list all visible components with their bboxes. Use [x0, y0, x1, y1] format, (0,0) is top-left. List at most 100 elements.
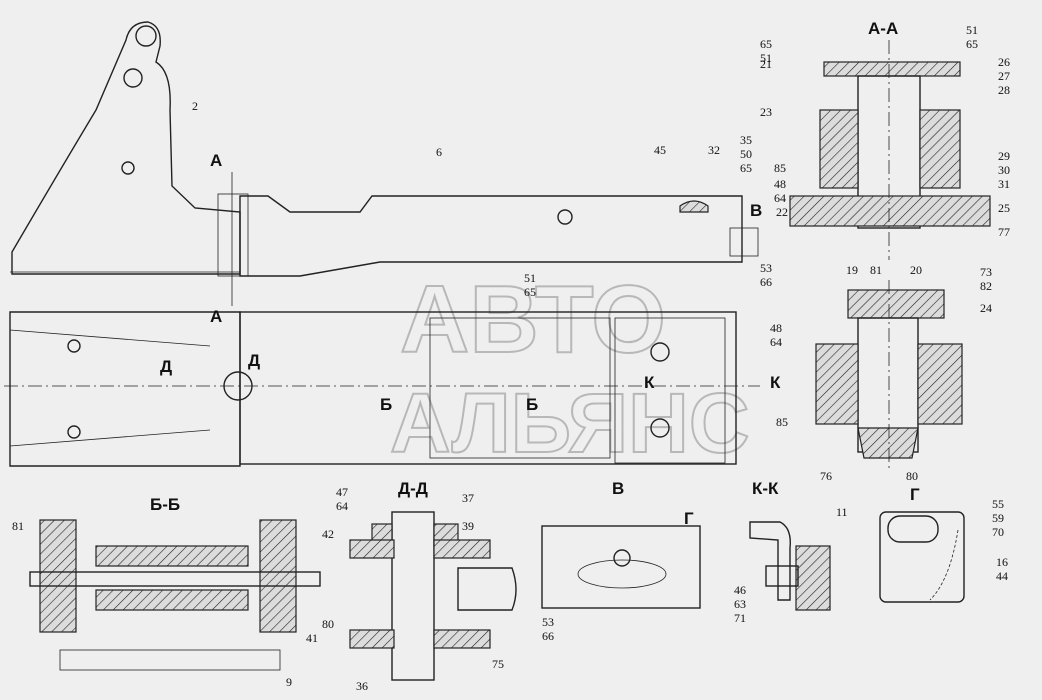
callout-g-44: 44	[996, 569, 1008, 583]
mark-k-left: К	[644, 373, 655, 392]
section-dd	[349, 511, 517, 681]
dd-lever	[457, 567, 517, 611]
callout-aa-64: 64	[774, 191, 786, 205]
frame-plan	[239, 311, 737, 465]
bracket-mid-hole	[123, 68, 143, 88]
v-housing	[541, 525, 701, 609]
callout-65b: 65	[524, 285, 536, 299]
callout-32: 32	[708, 143, 720, 157]
dd-lower-plate-left	[349, 629, 395, 649]
title-section-kk: К-К	[752, 479, 779, 498]
aa-top-plate	[823, 61, 961, 77]
callout-66a: 66	[760, 275, 772, 289]
callout-kk-63: 63	[734, 597, 746, 611]
watermark: АВТО АЛЬЯНС	[389, 265, 751, 471]
callout-aa-21: 21	[760, 57, 772, 71]
frame-hole	[557, 209, 573, 225]
bb-right-wall	[259, 519, 297, 633]
aa-right-bushing	[919, 109, 961, 189]
callout-v-66: 66	[542, 629, 554, 643]
title-section-bb: Б-Б	[150, 495, 180, 514]
watermark-line2: АЛЬЯНС	[390, 376, 750, 470]
title-view-v: В	[612, 479, 624, 498]
section-titles: А-А Б-Б Д-Д В К-К Г	[150, 19, 920, 514]
callout-lo-64: 64	[770, 335, 782, 349]
pivot-hitch	[223, 371, 253, 401]
callout-aa-25: 25	[998, 201, 1010, 215]
pin-k2	[650, 418, 670, 438]
callout-g-55: 55	[992, 497, 1004, 511]
title-section-aa: А-А	[868, 19, 898, 38]
callout-aa-85: 85	[774, 161, 786, 175]
title-section-dd: Д-Д	[398, 479, 428, 498]
callout-kk-46: 46	[734, 583, 746, 597]
dd-upper-plate-left	[349, 539, 395, 559]
callout-bb-81: 81	[12, 519, 24, 533]
watermark-line1: АВТО	[400, 266, 666, 373]
kk-bracket	[749, 521, 791, 601]
section-bb	[29, 519, 321, 671]
callout-bb-41: 41	[306, 631, 318, 645]
callout-2: 2	[192, 99, 198, 113]
kk-wall	[795, 545, 831, 611]
callout-lo-24: 24	[980, 301, 992, 315]
dd-pin-36	[391, 511, 435, 681]
frame-rear-box	[614, 317, 726, 464]
callout-aa-20: 20	[910, 263, 922, 277]
drawbar-arms	[9, 329, 211, 447]
callout-aa-19: 19	[846, 263, 858, 277]
callout-dd-47: 47	[336, 485, 348, 499]
callout-aa-48: 48	[774, 177, 786, 191]
callout-6: 6	[436, 145, 442, 159]
side-view	[10, 21, 759, 306]
v-lock-plate	[577, 559, 667, 589]
callout-kk-71: 71	[734, 611, 746, 625]
callout-g-11: 11	[836, 505, 848, 519]
g-body	[879, 511, 965, 603]
lower-right-assembly	[815, 280, 963, 470]
callouts: 2 6 45 32 35 50 65 53 66 51 65 51 65 51 …	[12, 23, 1010, 693]
bb-bolt	[29, 571, 321, 587]
callout-50: 50	[740, 147, 752, 161]
mark-a-top: А	[210, 151, 222, 170]
callout-bb-9: 9	[286, 675, 292, 689]
title-view-g: Г	[910, 485, 920, 504]
callout-lo-48: 48	[770, 321, 782, 335]
callout-aa-77: 77	[998, 225, 1010, 239]
mark-a-bottom: А	[210, 307, 222, 326]
callout-aa-31: 31	[998, 177, 1010, 191]
kk-bolt	[765, 565, 799, 587]
callout-aa-27: 27	[998, 69, 1010, 83]
drawbar-hole-lower	[67, 425, 81, 439]
callout-53a: 53	[760, 261, 772, 275]
view-g	[879, 511, 965, 603]
callout-aa-81: 81	[870, 263, 882, 277]
mark-k-right: К	[770, 373, 781, 392]
bracket-low-hole	[121, 161, 135, 175]
dd-upper-plate-right	[433, 539, 491, 559]
callout-aa-51-right: 51	[966, 23, 978, 37]
callout-g-16: 16	[996, 555, 1008, 569]
callout-aa-28: 28	[998, 83, 1010, 97]
bb-lower-tube	[95, 589, 249, 611]
callout-dd-75: 75	[492, 657, 504, 671]
callout-aa-23: 23	[760, 105, 772, 119]
callout-dd-64: 64	[336, 499, 348, 513]
view-v	[541, 525, 701, 609]
bracket-top-hole	[135, 25, 157, 47]
dd-lower-plate-right	[433, 629, 491, 649]
mark-b-left: Б	[380, 395, 392, 414]
callout-lo-80: 80	[906, 469, 918, 483]
part-45	[679, 200, 709, 213]
mark-g: Г	[684, 509, 694, 528]
callout-g-59: 59	[992, 511, 1004, 525]
callout-bb-42: 42	[322, 527, 334, 541]
aa-base-plate	[789, 195, 991, 227]
mark-d-right: Д	[248, 351, 260, 370]
bb-upper-tube	[95, 545, 249, 567]
callout-dd-39: 39	[462, 519, 474, 533]
callout-aa-65-left: 65	[760, 37, 772, 51]
callout-35: 35	[740, 133, 752, 147]
